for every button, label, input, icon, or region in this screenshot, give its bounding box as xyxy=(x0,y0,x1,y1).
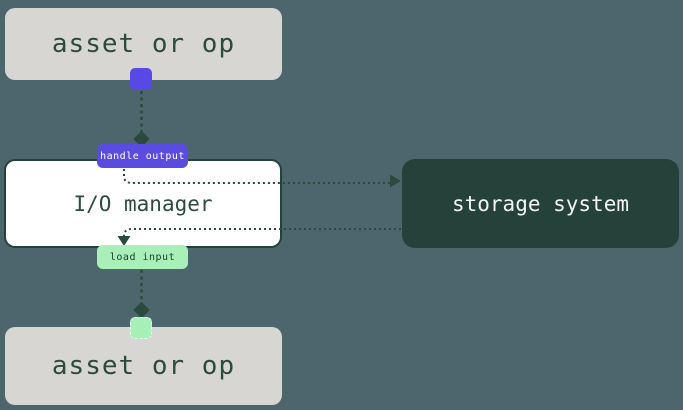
asset-or-op-bottom-node: asset or op xyxy=(5,327,282,405)
load-input-badge-label: load input xyxy=(109,251,176,263)
asset-or-op-bottom-label: asset or op xyxy=(51,351,236,381)
io-manager-label: I/O manager xyxy=(73,191,213,216)
handle-output-badge: handle output xyxy=(97,144,188,168)
storage-system-node: storage system xyxy=(402,159,679,248)
asset-or-op-top-label: asset or op xyxy=(51,29,236,59)
load-input-badge: load input xyxy=(97,245,188,269)
diamond-arrowhead-bottom-icon xyxy=(133,301,150,319)
io-manager-node: I/O manager xyxy=(4,159,282,248)
storage-system-label: storage system xyxy=(451,191,629,216)
output-port-connector xyxy=(130,68,152,90)
arrow-right-icon xyxy=(390,174,401,188)
input-port-connector xyxy=(130,317,152,339)
handle-output-badge-label: handle output xyxy=(100,150,185,162)
